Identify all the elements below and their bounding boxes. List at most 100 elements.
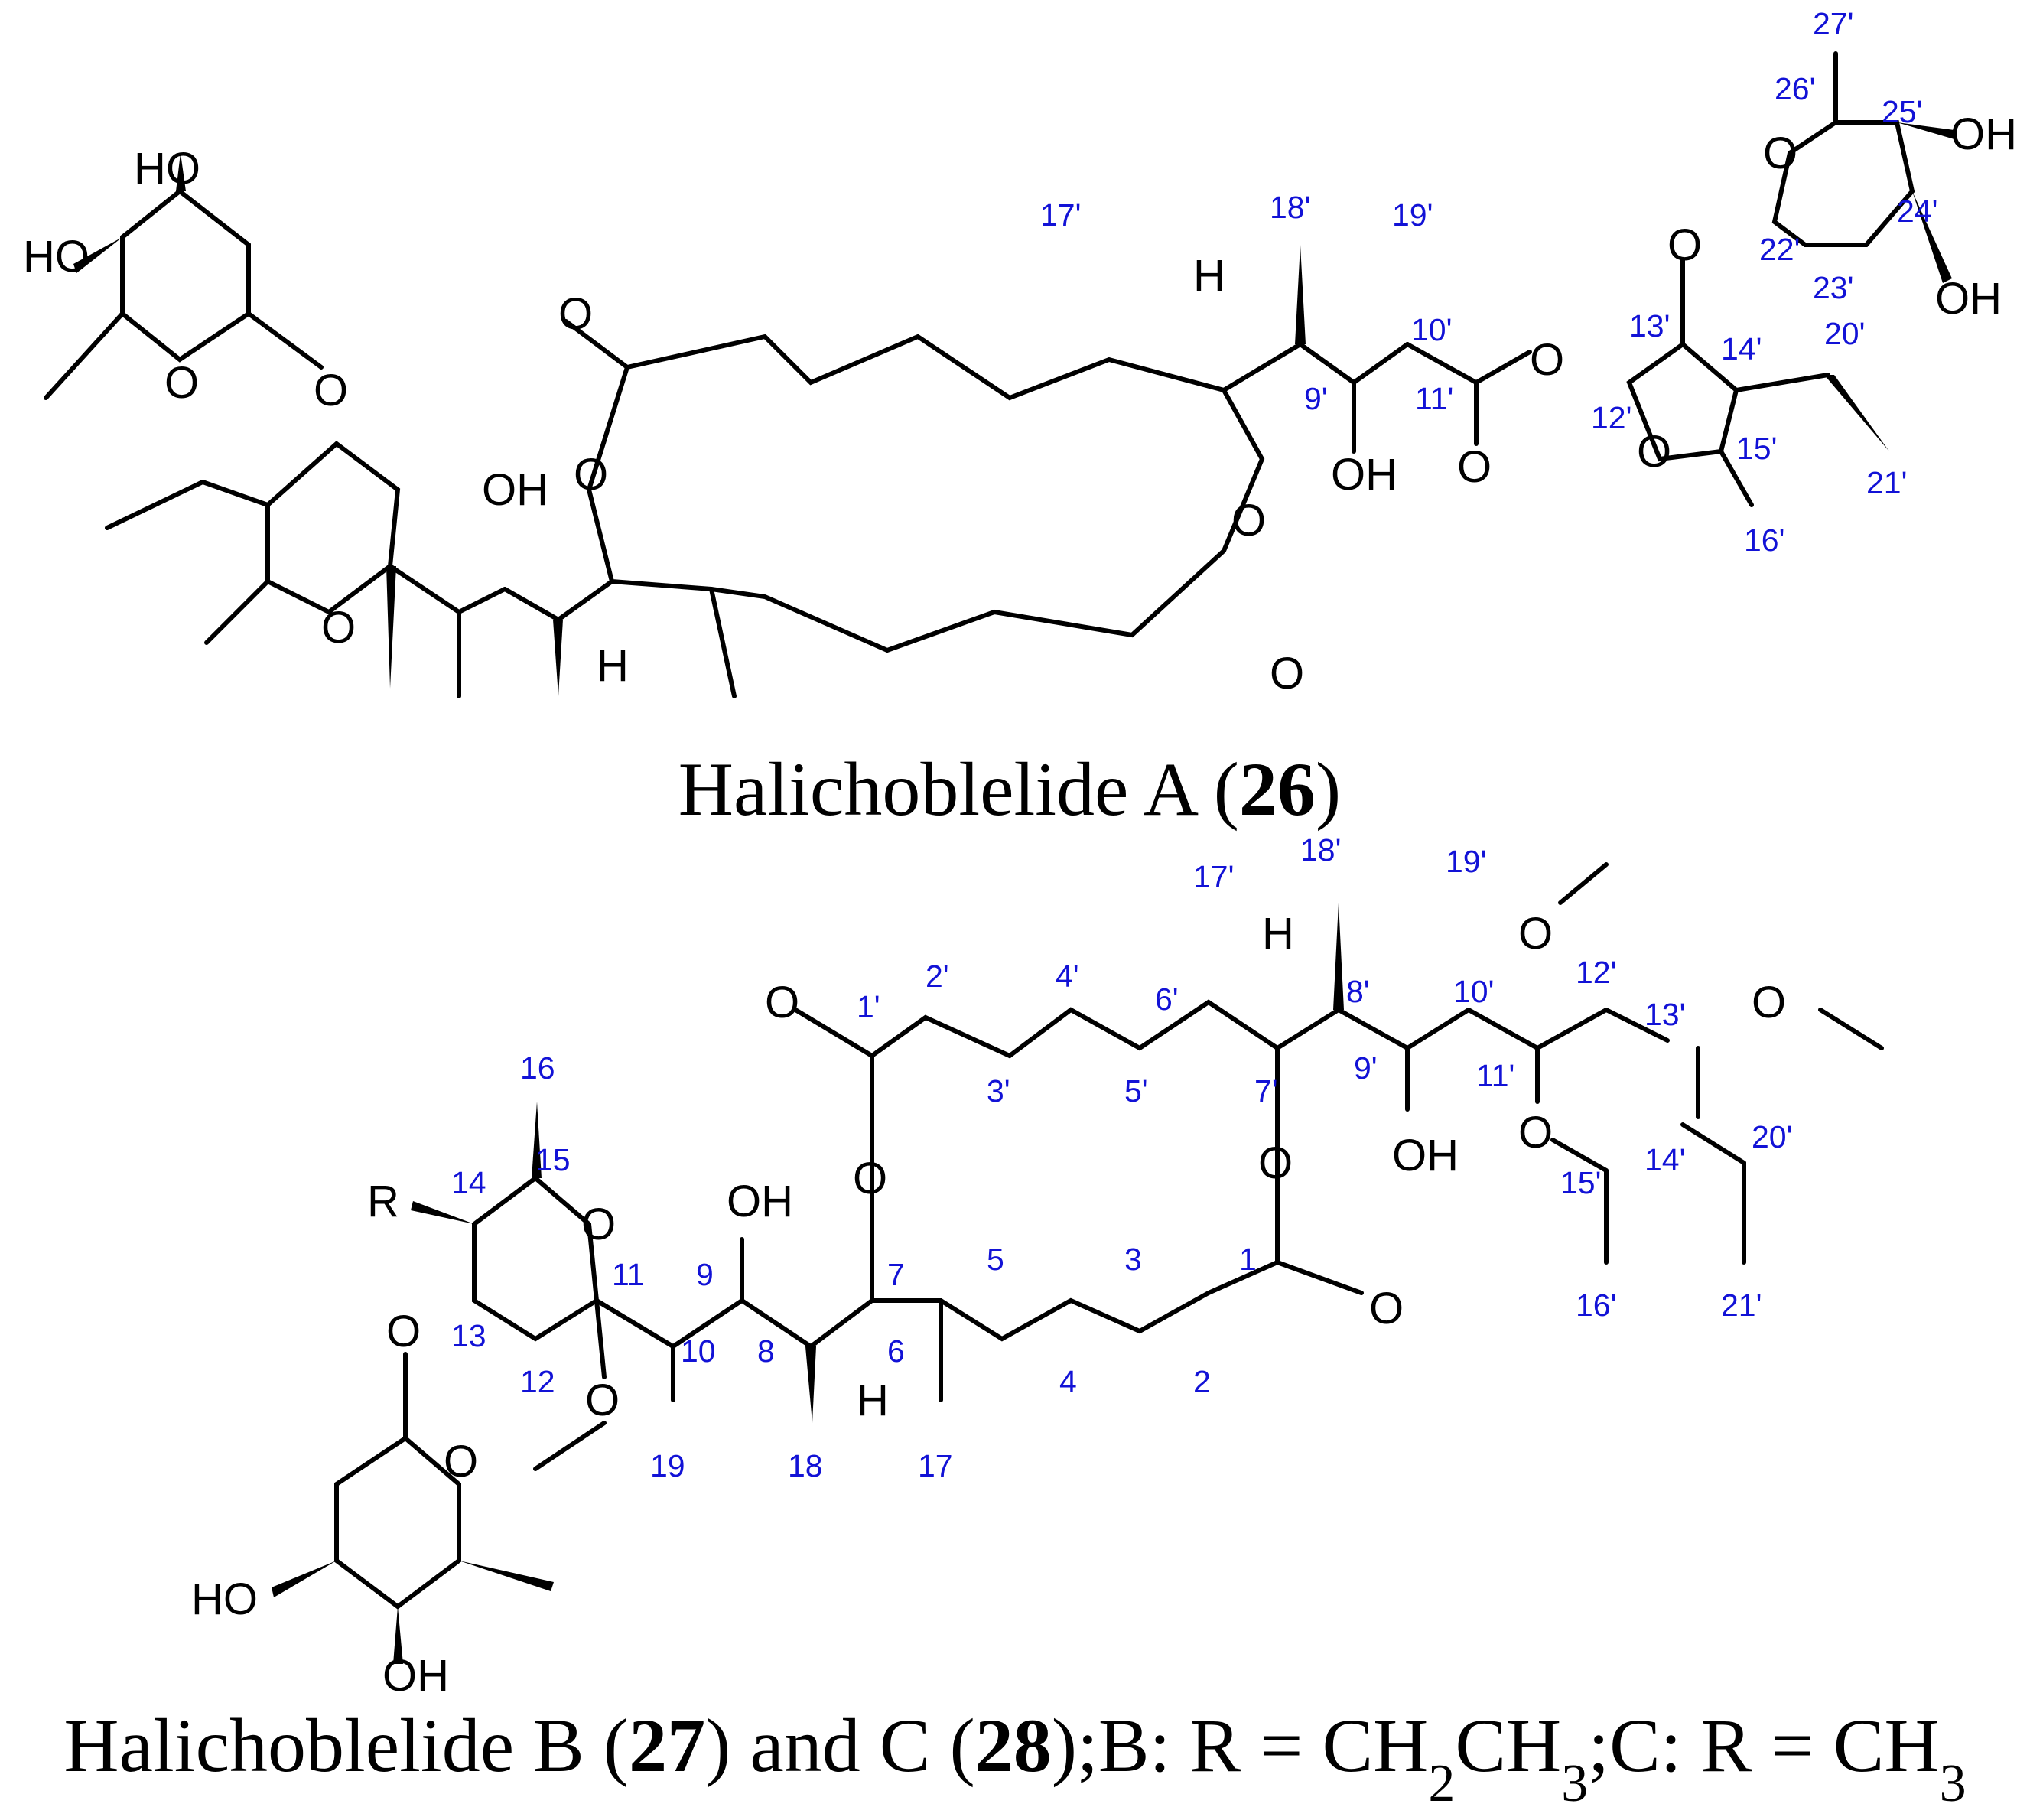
- a-locant-12p: 12': [1591, 400, 1631, 435]
- a-locant-17p: 17': [1040, 197, 1081, 233]
- a-h-label: H: [597, 641, 629, 691]
- a-locant-15p: 15': [1736, 431, 1777, 466]
- a-h-label-2: H: [1193, 251, 1225, 301]
- b-locant-14: 14: [451, 1165, 486, 1200]
- b-h-label-2: H: [1262, 909, 1294, 959]
- a-locant-20p: 20': [1824, 316, 1865, 351]
- b-locant-10: 10: [681, 1333, 716, 1369]
- a-sugar-oxygen: O: [1763, 129, 1797, 178]
- b-locant-5: 5: [987, 1242, 1004, 1277]
- a-locant-24p: 24': [1897, 194, 1937, 229]
- a-locant-25p: 25': [1882, 94, 1922, 129]
- a-locant-13p: 13': [1629, 308, 1670, 343]
- b-locant-20p: 20': [1752, 1119, 1792, 1154]
- caption-b: Halichoblelide B (27) and C (28);B: R = …: [63, 1703, 1966, 1813]
- b-locant-15p: 15': [1560, 1165, 1601, 1200]
- b-locant-1p: 1': [857, 989, 880, 1024]
- b-carbonyl-oxygen-2: O: [1369, 1284, 1404, 1333]
- caption-sub-3: 3: [1940, 1754, 1967, 1813]
- a-oh-label-3: OH: [1950, 109, 2017, 159]
- a-locant-19p: 19': [1392, 197, 1433, 233]
- caption-a-name: Halichoblelide A (: [678, 747, 1239, 832]
- a-side-chain: [457, 579, 614, 698]
- b-locant-3p: 3': [987, 1073, 1010, 1109]
- b-locant-4p: 4': [1056, 959, 1079, 994]
- b-locant-16: 16: [520, 1050, 555, 1086]
- b-locant-13p: 13': [1644, 997, 1685, 1032]
- a-oh-label: OH: [482, 465, 548, 515]
- b-locant-12p: 12': [1576, 955, 1616, 990]
- b-methoxy-oxygen-2: O: [1518, 909, 1553, 959]
- b-r-label: R: [367, 1177, 399, 1226]
- b-locant-3: 3: [1124, 1242, 1142, 1277]
- a-furan-oxygen: O: [1637, 427, 1671, 477]
- b-locant-15: 15: [535, 1142, 571, 1177]
- b-sugar-oxygen: O: [444, 1437, 478, 1486]
- a-carbonyl-oxygen-1: O: [558, 289, 593, 339]
- a-oh-label-4: OH: [1935, 274, 2002, 324]
- caption-a-number: 26: [1239, 747, 1316, 832]
- b-locant-11p: 11': [1476, 1058, 1514, 1093]
- b-chain: [671, 1237, 874, 1423]
- b-pyran: [411, 1102, 675, 1471]
- a-locant-16p: 16': [1744, 523, 1784, 558]
- a-right-furan: [1626, 258, 1889, 507]
- caption-c-number: 28: [975, 1703, 1052, 1788]
- caption-c-def: ;C: R = CH: [1588, 1703, 1939, 1788]
- b-locant-8p: 8': [1346, 974, 1370, 1009]
- caption-sub-1: 2: [1428, 1754, 1455, 1813]
- a-ester-carbonyl-oxygen: O: [1457, 442, 1492, 492]
- b-ring-oxygen: O: [1518, 1108, 1553, 1157]
- b-locant-6p: 6': [1155, 982, 1179, 1017]
- b-left-sugar: [272, 1352, 554, 1664]
- a-carbonyl-oxygen-2: O: [1270, 649, 1304, 698]
- a-macrolide: [564, 319, 1265, 698]
- b-locant-2: 2: [1193, 1364, 1211, 1399]
- a-left-pyran: [105, 441, 461, 689]
- caption-sub-2: 3: [1561, 1754, 1588, 1813]
- a-locant-11p: 11': [1415, 381, 1453, 416]
- b-methoxy-oxygen: O: [585, 1376, 620, 1425]
- a-locant-10p: 10': [1411, 312, 1452, 347]
- a-locant-26p: 26': [1775, 71, 1815, 106]
- a-locant-21p: 21': [1866, 465, 1907, 500]
- b-locant-5p: 5': [1124, 1073, 1148, 1109]
- b-lactone-oxygen-1: O: [853, 1154, 887, 1203]
- a-locant-18p: 18': [1270, 190, 1310, 225]
- b-locant-18p: 18': [1300, 832, 1341, 868]
- b-locant-13: 13: [451, 1318, 486, 1353]
- a-locant-14p: 14': [1721, 331, 1762, 366]
- b-locant-14p: 14': [1644, 1142, 1685, 1177]
- structure-halichoblelide-a: HO HO O O O OH H O O: [23, 6, 2017, 832]
- b-locant-16p: 16': [1576, 1288, 1616, 1323]
- caption-a-close: ): [1316, 747, 1341, 832]
- b-locant-10p: 10': [1453, 974, 1494, 1009]
- b-locant-19: 19: [650, 1448, 685, 1483]
- caption-b-def2: CH: [1455, 1703, 1561, 1788]
- b-oh-label-3: OH: [1392, 1131, 1459, 1180]
- b-locant-12: 12: [520, 1364, 555, 1399]
- b-locant-19p: 19': [1446, 844, 1486, 879]
- a-ho-label-2: HO: [23, 232, 89, 282]
- b-locant-17p: 17': [1193, 859, 1234, 894]
- caption-b-def: );B: R = CH: [1052, 1703, 1429, 1788]
- b-oh-label-2: OH: [727, 1177, 793, 1226]
- b-locant-1: 1: [1239, 1242, 1257, 1277]
- caption-b-mid: ) and C (: [705, 1703, 975, 1788]
- b-locant-18: 18: [788, 1448, 823, 1483]
- b-locant-11: 11: [612, 1257, 645, 1292]
- b-locant-7p: 7': [1254, 1073, 1278, 1109]
- b-locant-4: 4: [1059, 1364, 1077, 1399]
- b-ho-label: HO: [191, 1574, 258, 1624]
- a-lactone-oxygen-2: O: [1231, 496, 1266, 545]
- a-locant-27p: 27': [1813, 6, 1853, 41]
- b-locant-21p: 21': [1721, 1288, 1762, 1323]
- b-locant-6: 6: [887, 1333, 905, 1369]
- b-locant-2p: 2': [926, 959, 949, 994]
- caption-b-number: 27: [629, 1703, 705, 1788]
- a-locant-23p: 23': [1813, 270, 1853, 305]
- structure-halichoblelide-b-c: HO OH O O R O O OH H: [63, 832, 1966, 1813]
- a-locant-22p: 22': [1759, 232, 1800, 267]
- a-ester-oxygen: O: [1530, 335, 1564, 385]
